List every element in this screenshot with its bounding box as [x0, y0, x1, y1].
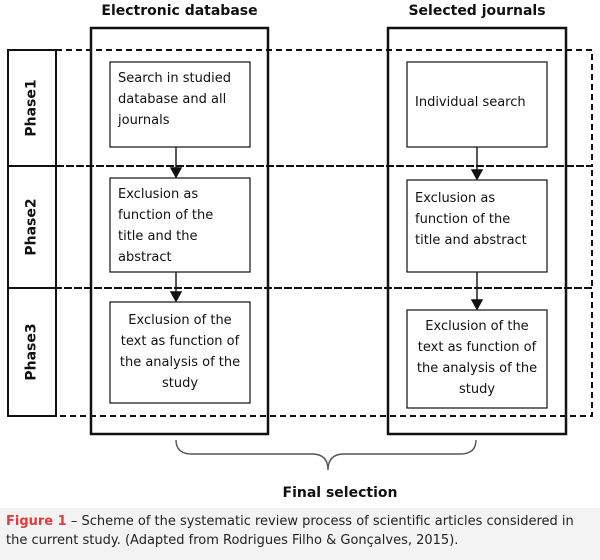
left-step-2-text: Exclusion as function of the title and t… — [118, 187, 214, 265]
electronic-database-title: Electronic database — [101, 3, 258, 19]
right-step-1-box — [406, 61, 548, 148]
phase2-band — [55, 165, 593, 289]
right-step-2-text: Exclusion as function of the title and a… — [415, 191, 527, 248]
left-step-3-box — [109, 301, 251, 404]
right-step-1-text: Individual search — [415, 95, 526, 110]
figure-caption: Figure 1 – Scheme of the systematic revi… — [0, 508, 600, 560]
phase3-label: Phase3 — [8, 288, 56, 416]
diagram-canvas: Electronic database Selected journals Ph… — [7, 3, 593, 501]
diagram-svg — [7, 26, 593, 471]
final-selection-brace — [175, 439, 477, 471]
left-step-1-box — [109, 61, 251, 148]
electronic-database-column — [89, 26, 270, 436]
right-step-3-box — [406, 309, 548, 409]
caption-text: – Scheme of the systematic review proces… — [6, 514, 574, 548]
phase3-band — [55, 287, 593, 417]
left-arrow-2 — [169, 272, 183, 303]
phase1-label: Phase1 — [8, 50, 56, 166]
left-step-3-text: Exclusion of the text as function of the… — [119, 313, 241, 391]
left-step-1-text: Search in studied database and all journ… — [118, 71, 232, 128]
phase2-text: Phase2 — [24, 198, 40, 256]
selected-journals-title: Selected journals — [408, 3, 546, 19]
selected-journals-column — [386, 26, 568, 436]
figure-number: Figure 1 — [6, 514, 67, 529]
left-arrow-1 — [169, 147, 183, 179]
right-arrow-2 — [470, 272, 484, 311]
phase1-text: Phase1 — [24, 79, 40, 137]
phase1-band — [55, 49, 593, 167]
phase3-text: Phase3 — [24, 323, 40, 381]
right-arrow-1 — [470, 147, 484, 181]
left-step-2-box — [109, 177, 251, 273]
right-step-3-text: Exclusion of the text as function of the… — [416, 319, 538, 397]
phase2-label: Phase2 — [8, 166, 56, 288]
final-selection-label: Final selection — [282, 485, 398, 501]
